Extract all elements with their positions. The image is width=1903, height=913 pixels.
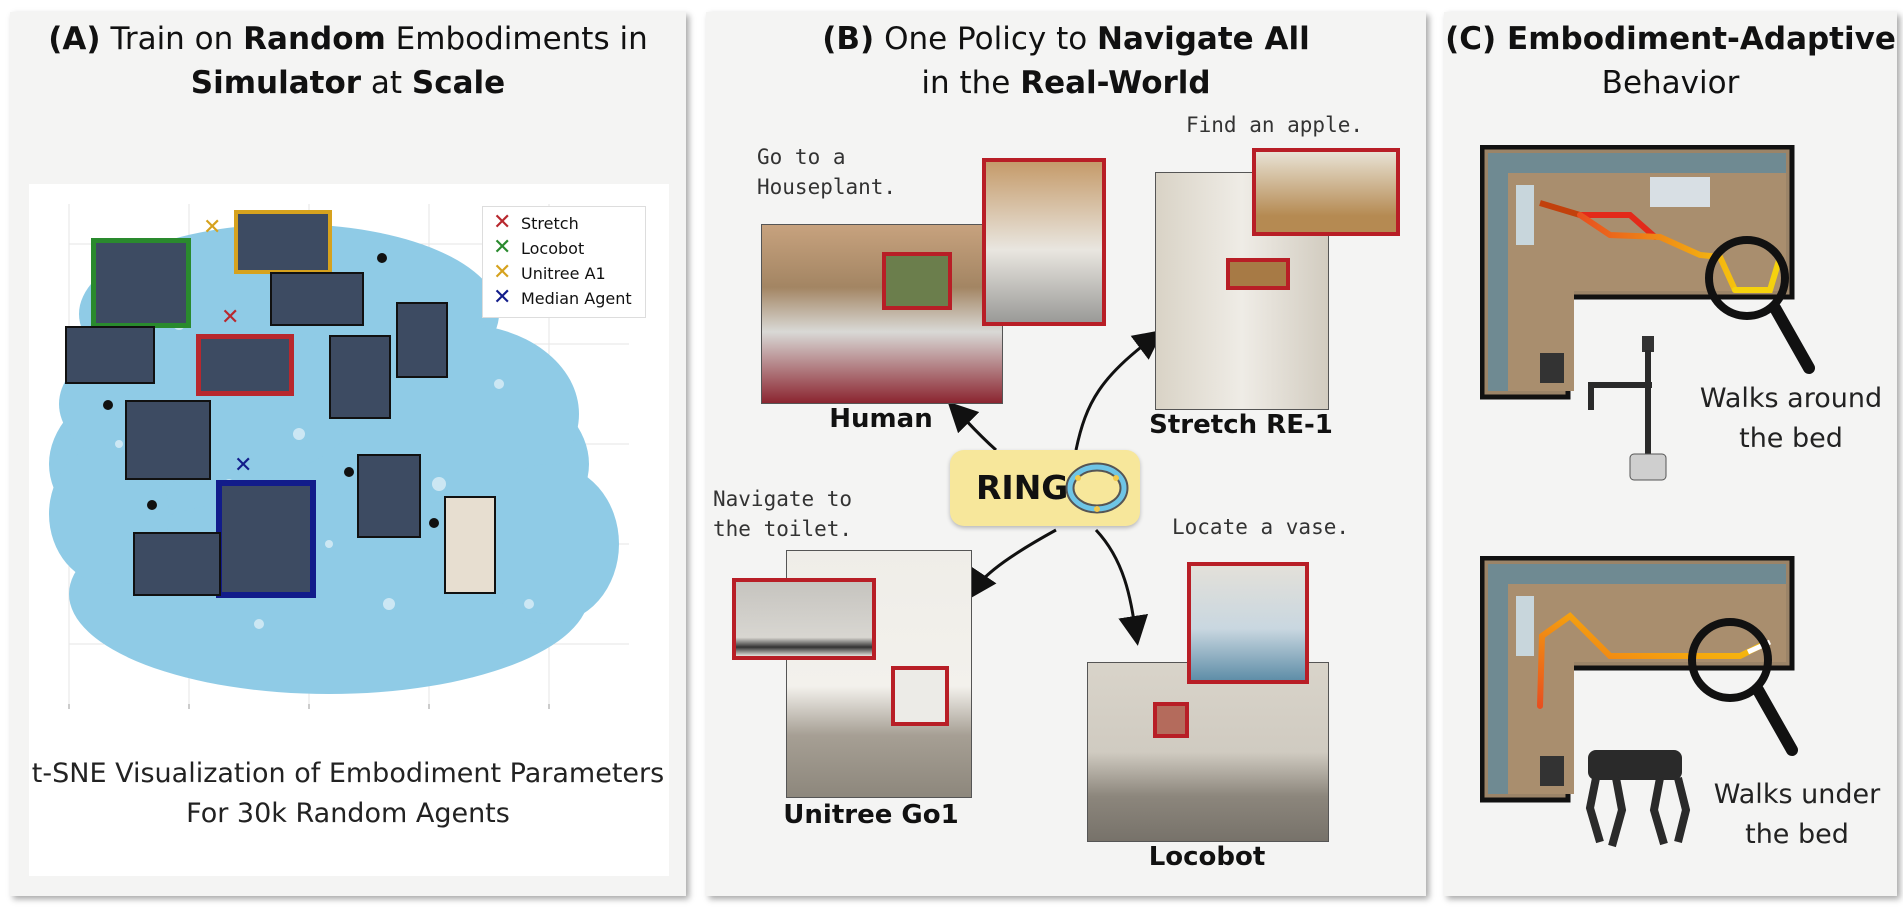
panel-b-title: (B) One Policy to Navigate All in the Re… xyxy=(822,21,1310,101)
legend: ✕Stretch ✕Locobot ✕Unitree A1 ✕Median Ag… xyxy=(482,206,646,318)
label-locobot: Locobot xyxy=(1148,842,1266,872)
ring-badge: RING xyxy=(950,450,1140,526)
ring-label: RING xyxy=(976,468,1069,507)
magnifier-icon xyxy=(1705,236,1815,374)
top-scene-map xyxy=(1480,145,1795,400)
human-photo xyxy=(761,224,1003,404)
x-marker-icon: ✕ xyxy=(493,285,512,310)
label-unitree: Unitree Go1 xyxy=(783,800,959,830)
stretch-marker: ✕ xyxy=(221,305,240,330)
thumb-locobot xyxy=(91,238,191,328)
zoom-box-small xyxy=(891,666,949,726)
label-human: Human xyxy=(829,404,933,434)
tsne-plot-area: ✕ ✕ ✕ ✕ ✕Stretch ✕Locobot ✕Unitree A1 ✕M… xyxy=(29,184,669,876)
thumb-agent xyxy=(133,532,221,596)
instruction-locobot: Locate a vase. xyxy=(1172,515,1350,539)
panel-c: (C) Embodiment-Adaptive Behavior Wa xyxy=(1444,12,1897,896)
panel-a-caption: t-SNE Visualization of Embodiment Parame… xyxy=(31,758,665,829)
thumb-agent xyxy=(444,496,496,594)
bottom-scene-map xyxy=(1480,556,1795,803)
zoom-box-small xyxy=(1226,258,1290,290)
ring-icon xyxy=(1065,462,1129,514)
zoom-box-small xyxy=(1153,702,1189,738)
thumb-agent xyxy=(65,326,155,384)
thumb-unitree-a1 xyxy=(234,210,332,274)
zoom-box-large xyxy=(1187,562,1309,684)
median-agent-marker: ✕ xyxy=(234,453,253,478)
legend-item: ✕Locobot xyxy=(493,235,585,260)
panel-b: (B) One Policy to Navigate All in the Re… xyxy=(706,12,1426,896)
panel-a-title: (A) Train on Random Embodiments in Simul… xyxy=(48,21,648,101)
legend-item: ✕Unitree A1 xyxy=(493,260,606,285)
zoom-box-large xyxy=(982,158,1106,326)
thumb-stretch xyxy=(196,334,294,396)
unitree-a1-marker: ✕ xyxy=(203,215,222,240)
instruction-unitree: Navigate to the toilet. xyxy=(713,487,853,541)
thumb-median-agent xyxy=(216,480,316,598)
x-marker-icon: ✕ xyxy=(493,235,512,260)
zoom-box-large xyxy=(732,578,876,660)
panel-a: (A) Train on Random Embodiments in Simul… xyxy=(10,12,686,896)
thumb-agent xyxy=(270,272,364,326)
x-marker-icon: ✕ xyxy=(493,210,512,235)
instruction-stretch: Find an apple. xyxy=(1186,113,1364,137)
instruction-human: Go to a Houseplant. xyxy=(757,145,897,199)
magnifier-icon xyxy=(1688,618,1798,756)
stretch-robot-icon xyxy=(1588,336,1667,481)
thumb-agent xyxy=(357,454,421,538)
label-stretch: Stretch RE-1 xyxy=(1149,410,1333,440)
thumb-agent xyxy=(329,335,391,419)
thumb-agent xyxy=(125,400,211,480)
locobot-photo xyxy=(1087,662,1329,842)
zoom-box-large xyxy=(1252,148,1400,236)
x-marker-icon: ✕ xyxy=(493,260,512,285)
zoom-box-small xyxy=(882,252,952,310)
legend-item: ✕Stretch xyxy=(493,210,579,235)
quadruped-robot-icon xyxy=(1585,750,1691,848)
legend-item: ✕Median Agent xyxy=(493,285,632,310)
thumb-agent xyxy=(396,302,448,378)
arrows xyxy=(947,329,1164,646)
panel-c-title: (C) Embodiment-Adaptive Behavior xyxy=(1445,21,1896,101)
